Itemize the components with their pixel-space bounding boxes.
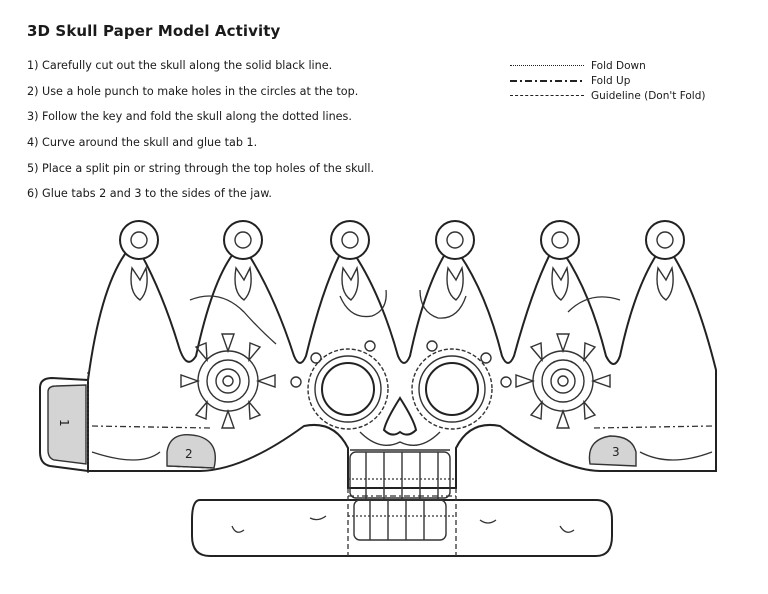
- tab-2: [166, 434, 216, 469]
- right-flower-icon: [515, 333, 611, 429]
- key-label: Fold Up: [591, 74, 631, 87]
- dash-dot-line-icon: [510, 79, 584, 82]
- fold-key: Fold Down Fold Up Guideline (Don't Fold): [510, 58, 706, 103]
- instruction-step: 1) Carefully cut out the skull along the…: [27, 59, 333, 72]
- hanging-holes: [119, 220, 685, 260]
- key-fold-down: Fold Down: [510, 58, 706, 73]
- tab-3: [588, 435, 637, 467]
- right-eye-icon: [411, 348, 493, 430]
- page-title: 3D Skull Paper Model Activity: [27, 22, 281, 40]
- left-eye-icon: [307, 348, 389, 430]
- instruction-step: 6) Glue tabs 2 and 3 to the sides of the…: [27, 187, 272, 201]
- dashed-line-icon: [510, 95, 584, 96]
- tab-number: 1: [57, 419, 71, 427]
- key-label: Guideline (Don't Fold): [591, 89, 706, 102]
- teeth: [347, 449, 457, 556]
- left-flower-icon: [180, 333, 276, 429]
- hole-circle-icon: [540, 220, 580, 260]
- instruction-list: 1) Carefully cut out the skull along the…: [27, 58, 374, 212]
- instruction-step: 4) Curve around the skull and glue tab 1…: [27, 136, 258, 150]
- tab-number: 2: [185, 447, 193, 461]
- key-fold-up: Fold Up: [510, 73, 706, 88]
- instruction-step: 2) Use a hole punch to make holes in the…: [27, 84, 359, 98]
- instruction-step: 5) Place a split pin or string through t…: [27, 161, 375, 175]
- nose-icon: [382, 396, 418, 436]
- ornament-dots: [290, 340, 512, 388]
- hole-circle-icon: [645, 220, 685, 260]
- jaw-band: [191, 499, 613, 557]
- tab-number: 3: [612, 445, 620, 459]
- hole-circle-icon: [330, 220, 370, 260]
- key-label: Fold Down: [591, 59, 646, 72]
- instruction-step: 3) Follow the key and fold the skull alo…: [27, 110, 352, 124]
- petal-marks: [130, 265, 674, 301]
- hole-circle-icon: [223, 220, 263, 260]
- hole-circle-icon: [119, 220, 159, 260]
- dotted-line-icon: [510, 65, 584, 66]
- key-guideline: Guideline (Don't Fold): [510, 88, 706, 103]
- hole-circle-icon: [435, 220, 475, 260]
